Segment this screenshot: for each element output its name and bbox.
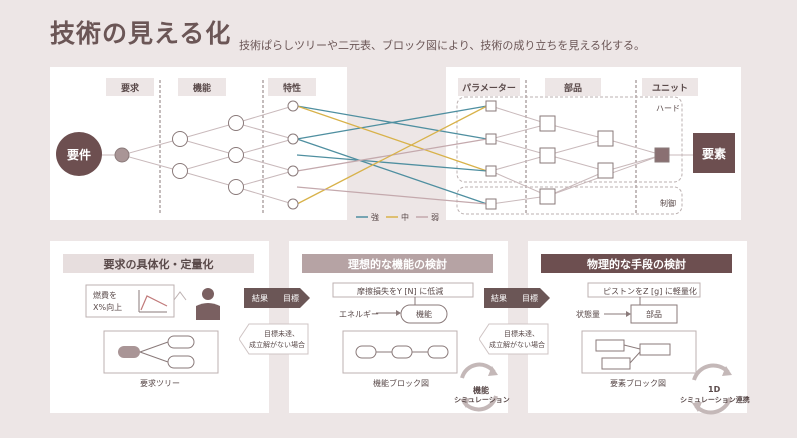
bubble-line-1: 燃費を — [93, 291, 117, 300]
header-characteristic: 特性 — [268, 78, 316, 96]
forward-1-target: 目標 — [283, 294, 299, 303]
requirement-illustration — [85, 284, 220, 374]
cycle-icon — [460, 362, 498, 412]
bubble-line-2: X%向上 — [93, 303, 123, 312]
sim-label-2: シミュレーション — [454, 396, 510, 404]
left-tree-nodes — [114, 100, 299, 210]
sim-label-1d-2: シミュレーション連携 — [680, 396, 750, 404]
person-icon — [196, 288, 220, 320]
step-title-requirement: 要求の具体化・定量化 — [63, 254, 254, 273]
step-title-physical: 物理的な手段の検討 — [541, 254, 732, 273]
cycle-icon — [692, 363, 732, 415]
right-tree-nodes — [485, 100, 670, 210]
relation-legend: 強 中 弱 — [356, 212, 439, 222]
header-function: 機能 — [178, 78, 226, 96]
svg-text:中: 中 — [401, 212, 409, 222]
group-label-hard: ハード — [656, 104, 680, 113]
header-unit: ユニット — [642, 78, 698, 96]
sim-label-1d: 1D — [708, 385, 721, 394]
forward-arrow-2 — [484, 288, 550, 308]
svg-text:弱: 弱 — [431, 213, 439, 222]
page-title: 技術の見える化 — [50, 19, 232, 48]
back-1-line-2: 成立解がない場合 — [249, 341, 305, 349]
sim-label-1: 機能 — [473, 386, 489, 395]
back-2-line-1: 目標未達、 — [504, 330, 539, 338]
header-part: 部品 — [545, 78, 601, 96]
forward-1-result: 結果 — [252, 294, 268, 303]
back-1-line-1: 目標未達、 — [264, 330, 299, 338]
caption-element-block: 要素ブロック図 — [610, 379, 666, 388]
header-parameter: パラメーター — [458, 78, 520, 96]
caption-requirement-tree: 要求ツリー — [140, 379, 180, 388]
caption-function-block: 機能ブロック図 — [373, 379, 429, 388]
input-label-state: 状態量 — [576, 310, 600, 319]
forward-2-result: 結果 — [491, 294, 507, 303]
hard-group — [456, 96, 683, 183]
svg-text:強: 強 — [371, 212, 379, 222]
header-requirement: 要求 — [106, 78, 154, 96]
function-illustration — [332, 282, 474, 374]
control-group — [456, 186, 683, 215]
input-label-energy: エネルギー — [339, 310, 379, 319]
step-title-function: 理想的な機能の検討 — [302, 254, 493, 273]
callout-function: 摩擦損失をY [N] に低減 — [357, 287, 444, 296]
requirement-node: 要件 — [56, 132, 102, 176]
back-arrow-2 — [479, 323, 549, 355]
back-arrow-1 — [239, 323, 309, 355]
element-node: 要素 — [693, 133, 735, 173]
forward-2-target: 目標 — [522, 294, 538, 303]
element-illustration — [581, 282, 701, 374]
callout-physical: ピストンをZ [g] に軽量化 — [603, 287, 697, 296]
back-2-line-2: 成立解がない場合 — [489, 341, 545, 349]
relation-lines — [296, 105, 488, 205]
function-box-label: 機能 — [416, 310, 432, 319]
column-separators — [159, 80, 637, 214]
group-label-control: 制御 — [660, 199, 676, 208]
page-subtitle: 技術ぱらしツリーや二元表、ブロック図により、技術の成り立ちを見える化する。 — [239, 39, 646, 52]
part-box-label: 部品 — [646, 310, 662, 319]
forward-arrow-1 — [244, 288, 310, 308]
